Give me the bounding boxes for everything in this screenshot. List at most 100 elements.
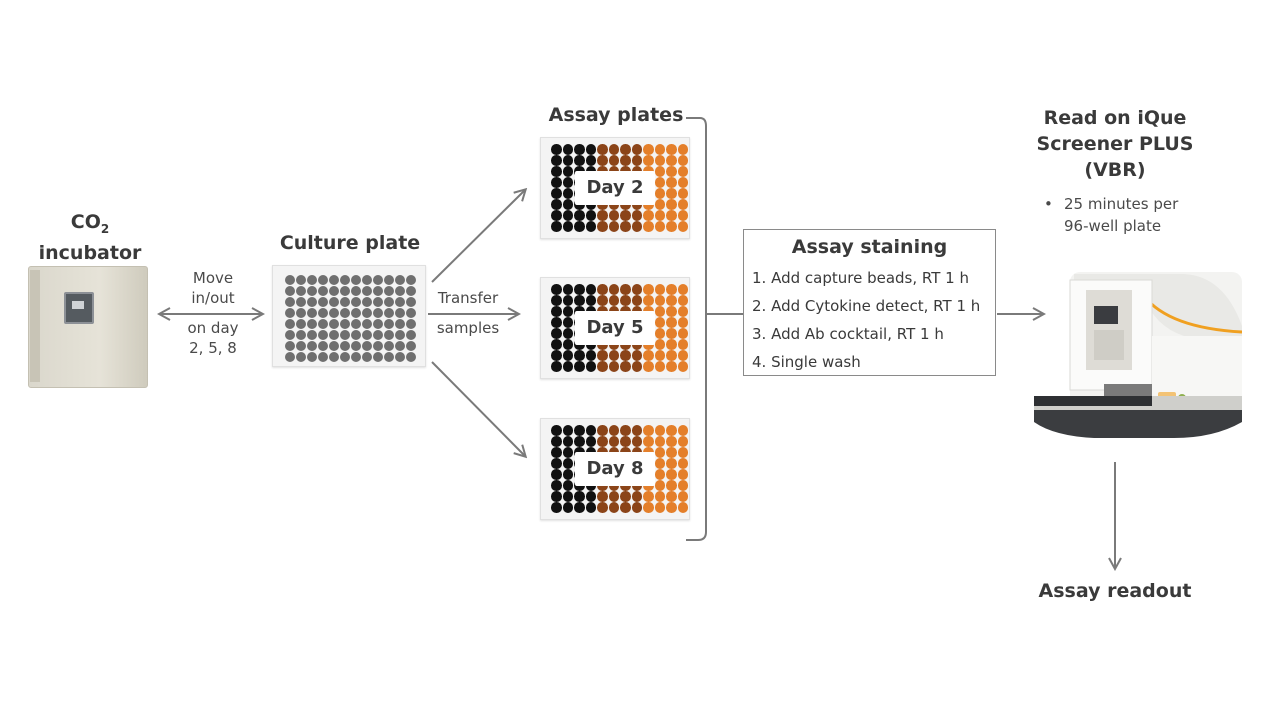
assay-plates-bracket <box>686 117 707 541</box>
well <box>318 330 328 340</box>
reader-title: Read on iQue Screener PLUS (VBR) <box>1030 105 1200 183</box>
well <box>351 319 361 329</box>
well <box>677 295 688 306</box>
well <box>395 308 405 318</box>
well <box>677 480 688 491</box>
well <box>551 188 562 199</box>
well <box>285 308 295 318</box>
well <box>406 308 416 318</box>
well <box>654 199 665 210</box>
well <box>551 284 562 295</box>
well <box>362 286 372 296</box>
well <box>677 221 688 232</box>
well <box>654 458 665 469</box>
well <box>643 210 654 221</box>
well <box>666 339 677 350</box>
well <box>654 436 665 447</box>
well <box>597 221 608 232</box>
well <box>585 210 596 221</box>
well <box>585 221 596 232</box>
well <box>620 502 631 513</box>
well <box>677 458 688 469</box>
well <box>551 317 562 328</box>
well <box>654 339 665 350</box>
reader-title-line2: Screener PLUS <box>1036 133 1194 155</box>
well <box>351 308 361 318</box>
well <box>620 425 631 436</box>
well <box>373 308 383 318</box>
well <box>654 491 665 502</box>
well <box>318 341 328 351</box>
well <box>620 284 631 295</box>
arrow-to-day2 <box>431 190 525 283</box>
well <box>574 221 585 232</box>
well <box>395 297 405 307</box>
well <box>631 155 642 166</box>
well <box>340 308 350 318</box>
move-line1: Move <box>192 269 234 287</box>
assay-staining-title: Assay staining <box>791 236 948 258</box>
assay-plate-label: Day 8 <box>575 452 655 486</box>
well <box>631 221 642 232</box>
well <box>677 339 688 350</box>
well <box>574 425 585 436</box>
well <box>677 491 688 502</box>
well <box>362 352 372 362</box>
incubator-display <box>64 292 94 324</box>
well <box>608 491 619 502</box>
well <box>384 319 394 329</box>
assay-plate-day5: Day 5 <box>540 277 690 379</box>
reader-bullet: • 25 minutes per 96-well plate <box>1044 193 1204 237</box>
well <box>620 144 631 155</box>
well <box>666 188 677 199</box>
well <box>551 480 562 491</box>
well <box>574 155 585 166</box>
well <box>654 210 665 221</box>
ique-instrument-icon <box>1034 272 1242 438</box>
well <box>296 297 306 307</box>
well <box>643 361 654 372</box>
well <box>654 317 665 328</box>
well <box>654 350 665 361</box>
well <box>329 319 339 329</box>
culture-plate <box>272 265 426 367</box>
well <box>340 352 350 362</box>
well <box>406 341 416 351</box>
well <box>666 144 677 155</box>
well <box>384 330 394 340</box>
well <box>585 350 596 361</box>
well <box>608 502 619 513</box>
well <box>395 275 405 285</box>
incubator-label: CO2 incubator <box>30 210 150 265</box>
well <box>329 286 339 296</box>
well <box>654 166 665 177</box>
well <box>362 330 372 340</box>
staining-step: 3. Add Ab cocktail, RT 1 h <box>752 325 944 343</box>
well <box>351 297 361 307</box>
well <box>677 469 688 480</box>
well <box>562 306 573 317</box>
well <box>574 361 585 372</box>
well <box>654 177 665 188</box>
well <box>395 330 405 340</box>
well <box>373 341 383 351</box>
well <box>285 341 295 351</box>
well <box>562 502 573 513</box>
well <box>551 436 562 447</box>
well <box>574 502 585 513</box>
well <box>608 350 619 361</box>
well <box>631 361 642 372</box>
well <box>329 275 339 285</box>
well <box>551 295 562 306</box>
well <box>384 297 394 307</box>
assay-staining-box: Assay staining 1. Add capture beads, RT … <box>743 229 996 376</box>
well <box>677 199 688 210</box>
well <box>562 155 573 166</box>
well <box>406 297 416 307</box>
well <box>597 350 608 361</box>
reader-title-line1: Read on iQue <box>1043 107 1187 129</box>
well <box>329 330 339 340</box>
well <box>329 297 339 307</box>
well <box>373 352 383 362</box>
well <box>597 436 608 447</box>
